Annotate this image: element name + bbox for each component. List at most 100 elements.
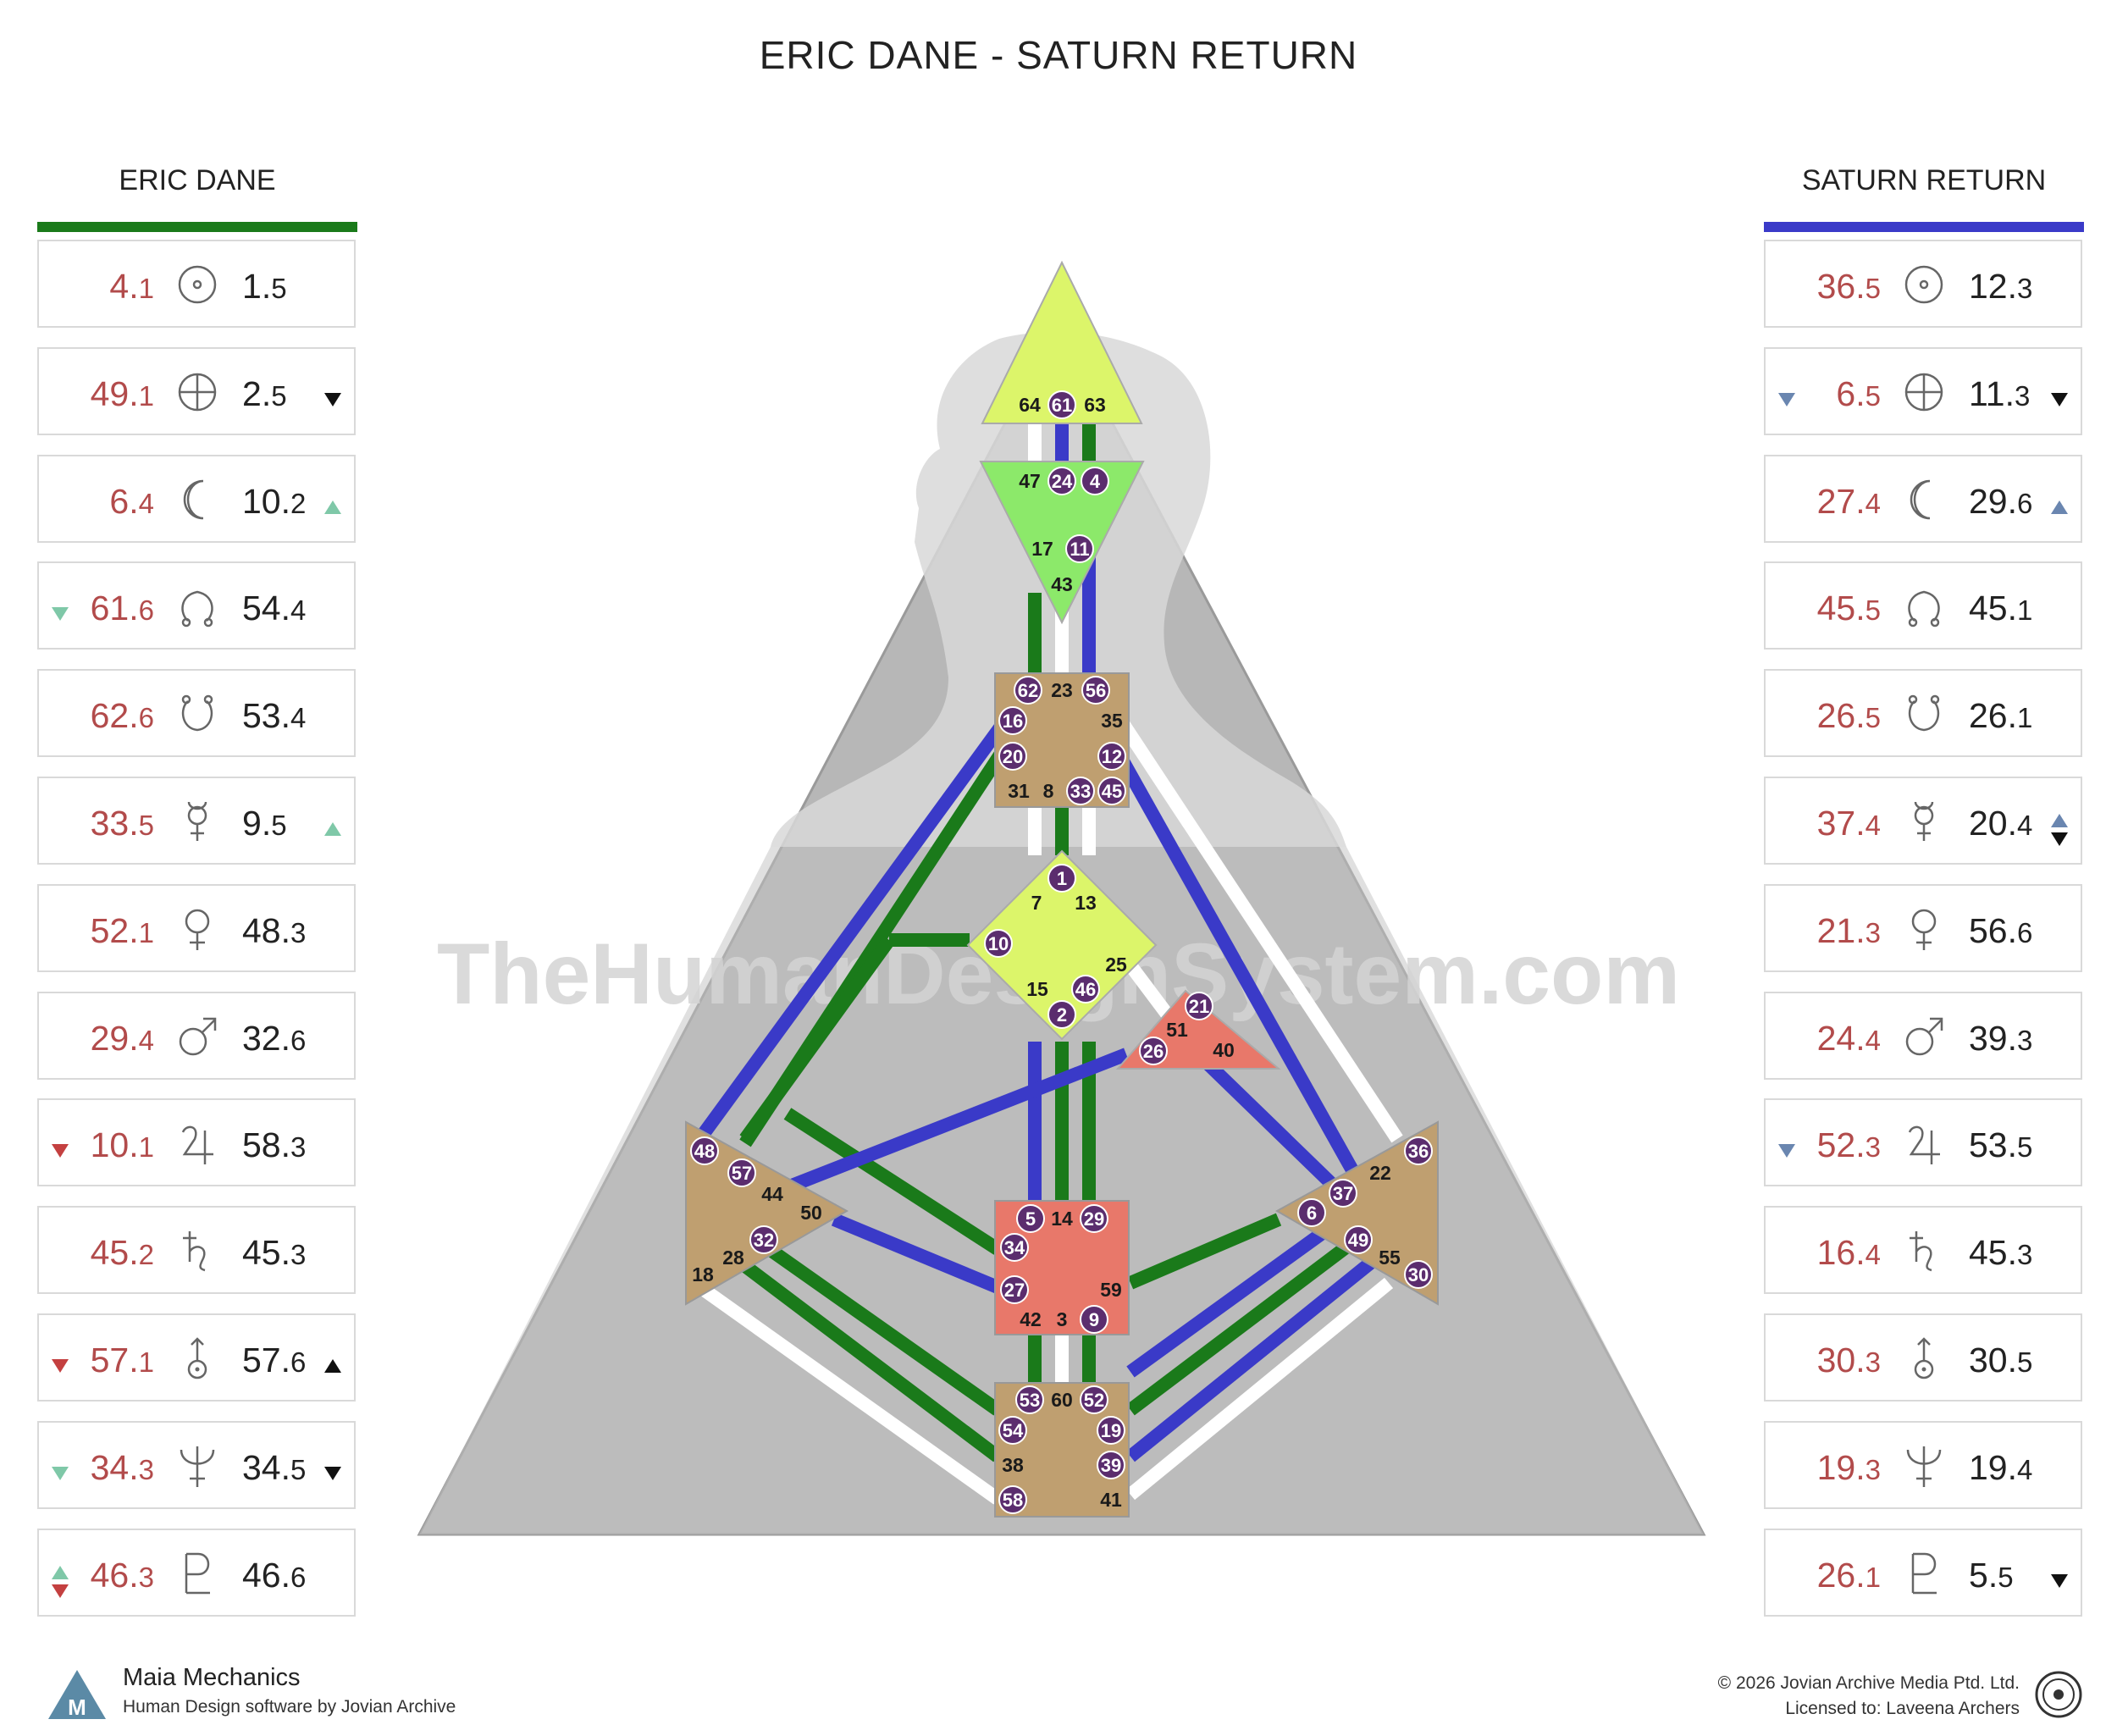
degree-main: 34 [242, 1447, 281, 1487]
degree-main: 5 [1969, 1555, 1988, 1595]
degree-sub: 6 [2017, 487, 2033, 519]
degree-main: 48 [242, 910, 281, 950]
arrow-right-icon [324, 822, 341, 836]
svg-text:4: 4 [1090, 471, 1101, 492]
svg-text:48: 48 [694, 1141, 715, 1162]
gate-active-9: 9 [1080, 1305, 1108, 1334]
gate-line: 3 [138, 1453, 154, 1485]
arrow-left-icon [52, 607, 69, 622]
arrow-right-icon [324, 500, 341, 514]
svg-text:27: 27 [1004, 1280, 1025, 1301]
degree-value: 30.5 [1969, 1341, 2033, 1379]
svg-text:28: 28 [722, 1247, 744, 1269]
degree-sub: 4 [290, 702, 307, 734]
degree-sub: 2 [290, 487, 307, 519]
svg-text:49: 49 [1348, 1230, 1368, 1251]
gate-active-26: 26 [1139, 1037, 1168, 1065]
degree-sub: 6 [290, 1561, 307, 1593]
gate-15: 15 [1026, 978, 1048, 1000]
gate-value: 24 [1816, 1018, 1856, 1058]
svg-text:51: 51 [1166, 1019, 1188, 1041]
svg-text:20: 20 [1003, 746, 1023, 767]
personality-color-bar [1764, 222, 2084, 232]
svg-text:43: 43 [1051, 573, 1073, 595]
channels [690, 423, 1403, 1505]
gate-active-12: 12 [1097, 742, 1126, 771]
svg-text:56: 56 [1086, 680, 1106, 701]
gate-number: 61.6 [90, 589, 154, 628]
degree-main: 39 [1969, 1018, 2008, 1058]
gate-value: 26 [1816, 696, 1856, 736]
degree-main: 58 [242, 1125, 281, 1165]
gate-3: 3 [1057, 1308, 1068, 1330]
degree-value: 26.1 [1969, 696, 2033, 736]
gate-active-62: 62 [1014, 676, 1042, 705]
gate-value: 6 [109, 481, 130, 521]
gate-value: 49 [90, 373, 130, 413]
degree-main: 45 [1969, 1233, 2008, 1273]
gate-active-37: 37 [1329, 1179, 1357, 1208]
south-node-icon [181, 694, 213, 732]
gate-active-20: 20 [998, 742, 1027, 771]
gate-value: 46 [90, 1555, 130, 1595]
gate-number: 46.3 [90, 1555, 154, 1595]
svg-text:40: 40 [1213, 1039, 1235, 1061]
gate-active-2: 2 [1047, 1000, 1076, 1029]
degree-value: 54.4 [242, 589, 307, 628]
svg-text:15: 15 [1026, 978, 1048, 1000]
degree-sub: 3 [290, 1131, 307, 1164]
gate-18: 18 [692, 1263, 714, 1285]
gate-value: 61 [90, 589, 130, 628]
gate-number: 62.6 [90, 696, 154, 736]
gate-38: 38 [1002, 1454, 1024, 1476]
degree-value: 10.2 [242, 481, 307, 521]
gate-line: 4 [1865, 1239, 1881, 1271]
degree-value: 9.5 [242, 804, 287, 843]
svg-text:10: 10 [988, 933, 1009, 954]
gate-active-16: 16 [998, 706, 1027, 735]
gate-value: 36 [1816, 267, 1856, 306]
svg-text:47: 47 [1019, 470, 1041, 492]
ajna-center [979, 461, 1145, 625]
gate-line: 1 [138, 1131, 154, 1164]
svg-text:23: 23 [1051, 679, 1073, 701]
gate-value: 19 [1816, 1447, 1856, 1487]
venus-icon [185, 909, 210, 950]
head-center [981, 260, 1143, 424]
gate-17: 17 [1031, 538, 1053, 560]
degree-value: 57.6 [242, 1341, 307, 1379]
gate-number: 6.4 [109, 481, 154, 521]
gate-active-10: 10 [984, 929, 1013, 958]
svg-text:3: 3 [1057, 1308, 1068, 1330]
degree-sub: 4 [2017, 1453, 2033, 1485]
gate-number: 45.2 [90, 1233, 154, 1273]
gate-number: 27.4 [1816, 481, 1881, 521]
gate-active-57: 57 [727, 1158, 756, 1187]
arrow-right-icon [324, 1359, 341, 1373]
gate-line: 6 [138, 594, 154, 627]
gate-number: 29.4 [90, 1018, 154, 1058]
gate-active-5: 5 [1016, 1204, 1045, 1233]
gate-value: 26 [1816, 1555, 1856, 1595]
svg-text:58: 58 [1003, 1490, 1023, 1511]
maia-logo-icon: M [48, 1670, 106, 1720]
gate-active-27: 27 [1000, 1275, 1029, 1304]
svg-text:31: 31 [1008, 780, 1030, 802]
svg-text:25: 25 [1105, 954, 1127, 976]
arrow-left-icon [1778, 1144, 1795, 1158]
sun-icon [1904, 265, 1943, 304]
saturn-icon [183, 1231, 206, 1272]
footer-subtitle: Human Design software by Jovian Archive [123, 1697, 456, 1717]
svg-text:50: 50 [800, 1202, 822, 1224]
gate-line: 6 [138, 702, 154, 734]
gate-line: 3 [138, 1561, 154, 1593]
degree-main: 1 [242, 267, 262, 306]
